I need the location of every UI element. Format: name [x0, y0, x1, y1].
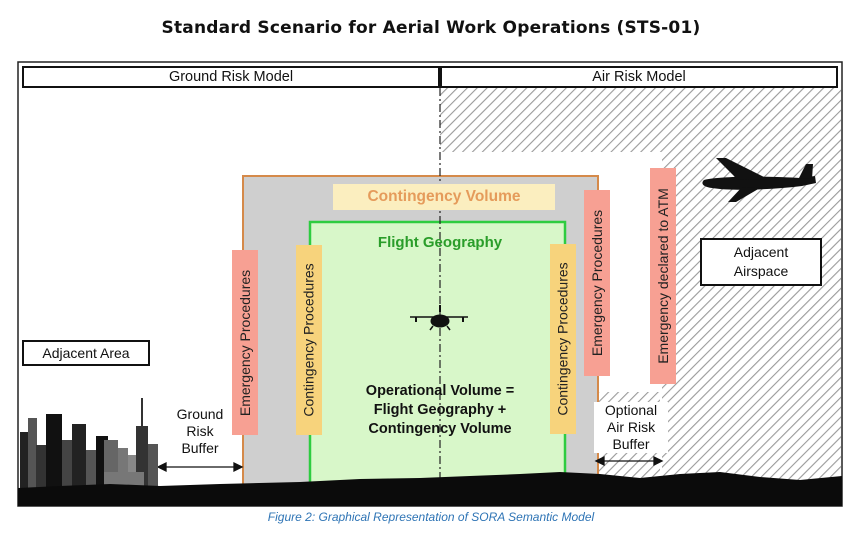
emergency-declared-atm-text: Emergency declared to ATM	[655, 188, 672, 364]
air-risk-buffer-line: Optional	[604, 402, 658, 418]
ground-risk-buffer-label: Ground Risk Buffer	[160, 406, 240, 457]
ground-risk-buffer-line: Ground	[176, 406, 224, 422]
air-risk-buffer-line: Buffer	[612, 436, 650, 452]
flight-geography-box	[308, 220, 567, 492]
ground-risk-buffer-arrow	[156, 461, 244, 473]
emergency-procedures-right: Emergency Procedures	[584, 190, 610, 376]
ground-risk-buffer-line: Buffer	[181, 440, 219, 456]
adjacent-airspace-line: Airspace	[733, 263, 789, 279]
airplane-icon	[702, 158, 816, 202]
emergency-procedures-right-text: Emergency Procedures	[589, 209, 606, 357]
air-risk-buffer-line: Air Risk	[606, 419, 656, 435]
drone-icon	[410, 305, 468, 331]
adjacent-airspace-label: Adjacent Airspace	[700, 238, 822, 286]
ground-risk-buffer-line: Risk	[186, 423, 214, 439]
operational-volume-line: Flight Geography +	[373, 402, 507, 418]
adjacent-airspace-line: Adjacent	[733, 244, 789, 260]
terrain-silhouette	[18, 472, 842, 506]
flight-geography-label: Flight Geography	[377, 234, 503, 251]
air-risk-model-header: Air Risk Model	[440, 66, 838, 88]
contingency-procedures-right-text: Contingency Procedures	[555, 262, 571, 416]
contingency-procedures-left-text: Contingency Procedures	[301, 263, 317, 417]
emergency-declared-atm: Emergency declared to ATM	[650, 168, 676, 384]
operational-volume-line: Contingency Volume	[368, 421, 512, 437]
air-risk-buffer-arrow	[594, 455, 664, 467]
page-title: Standard Scenario for Aerial Work Operat…	[161, 18, 701, 38]
emergency-procedures-left-text: Emergency Procedures	[237, 269, 254, 416]
city-skyline-icon	[20, 398, 158, 492]
ground-risk-model-header: Ground Risk Model	[22, 66, 440, 88]
figure-caption: Figure 2: Graphical Representation of SO…	[267, 510, 595, 524]
operational-volume-line: Operational Volume =	[365, 383, 515, 399]
emergency-procedures-left: Emergency Procedures	[232, 250, 258, 435]
contingency-procedures-right: Contingency Procedures	[550, 244, 576, 434]
operational-volume-text: Operational Volume = Flight Geography + …	[340, 382, 540, 439]
air-risk-buffer-label: Optional Air Risk Buffer	[594, 402, 668, 453]
contingency-volume-label: Contingency Volume	[333, 184, 555, 210]
contingency-procedures-left: Contingency Procedures	[296, 245, 322, 435]
adjacent-area-label: Adjacent Area	[22, 340, 150, 366]
